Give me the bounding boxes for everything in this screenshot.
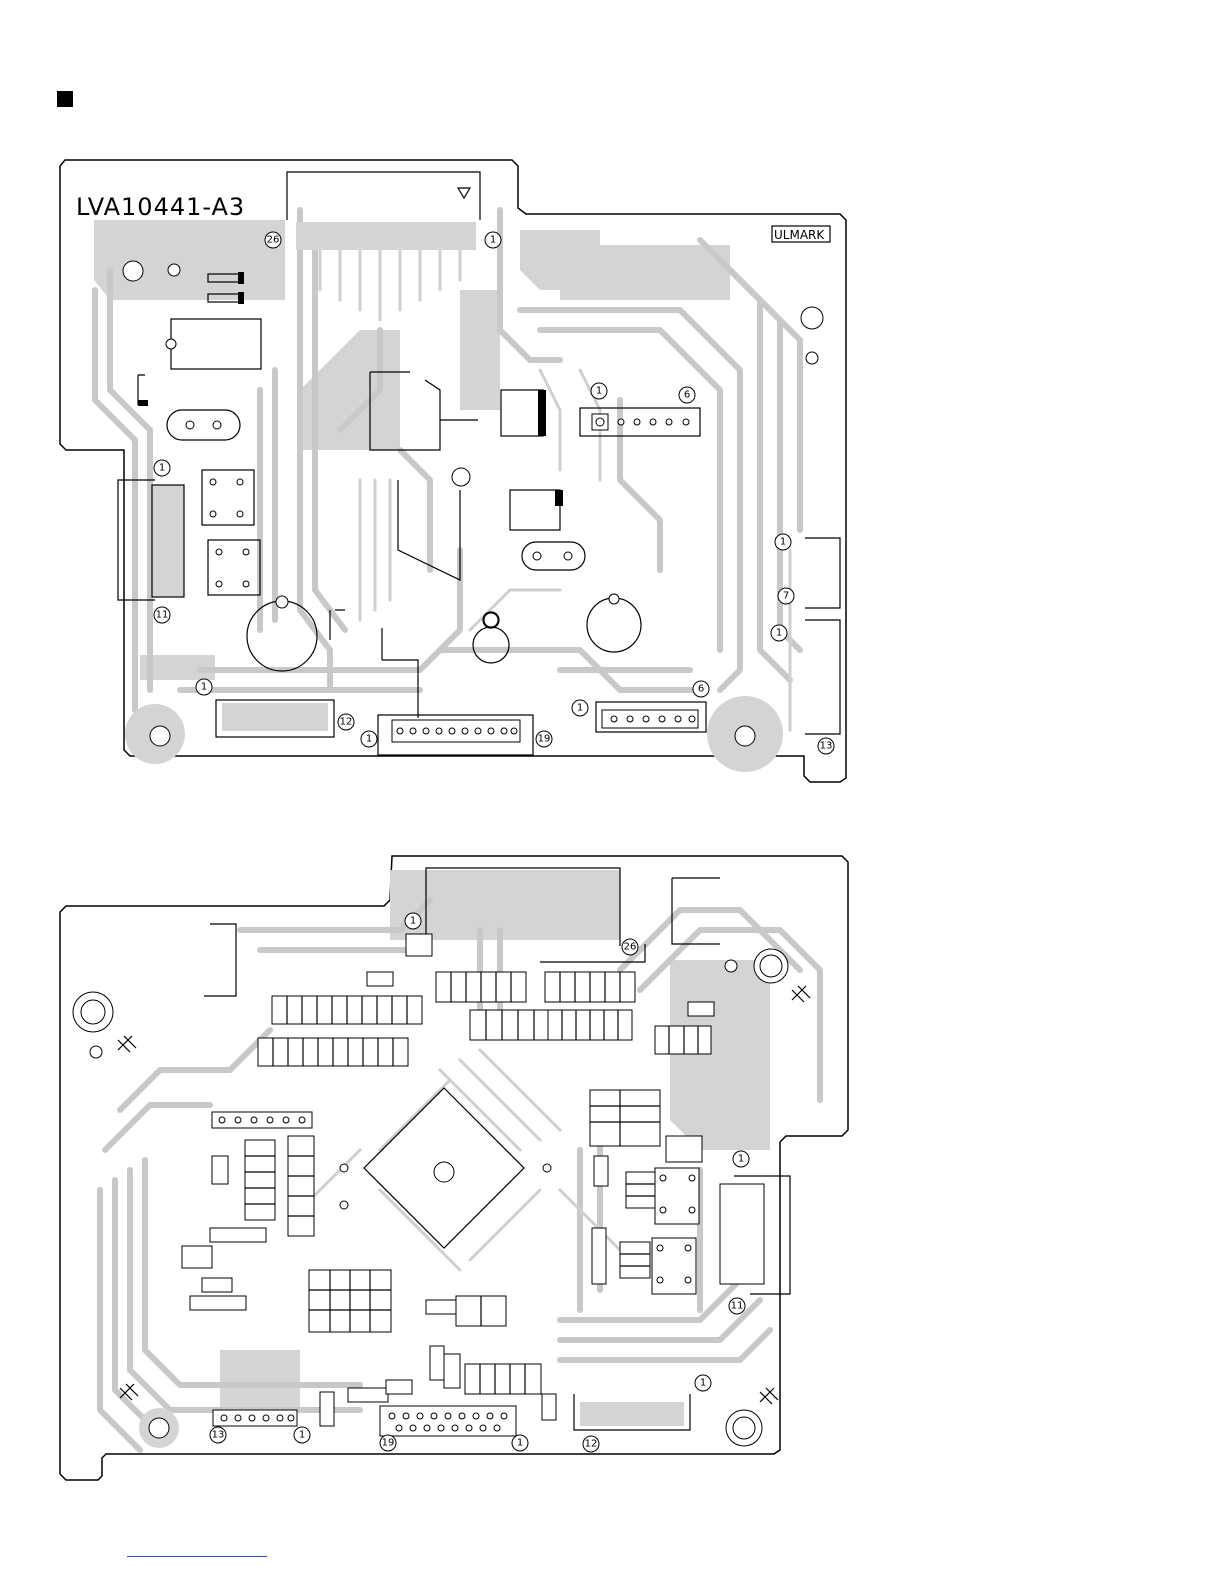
- pin-label: 1: [517, 1438, 523, 1449]
- pin-label: 1: [780, 537, 786, 548]
- pin-label: 19: [382, 1438, 395, 1449]
- pcb-top-view: LVA10441-A3 ULMARK 26 1: [0, 150, 1224, 800]
- pin-label: 1: [596, 386, 602, 397]
- connector-26pin-pads: [296, 222, 476, 250]
- pin-label: 26: [624, 942, 637, 953]
- section-bullet: [57, 91, 73, 107]
- pin-label: 1: [410, 916, 416, 927]
- pin-label: 6: [684, 390, 690, 401]
- pin-label: 1: [299, 1430, 305, 1441]
- pin-label: 12: [585, 1439, 598, 1450]
- pin-label: 13: [212, 1430, 225, 1441]
- pin-label: 1: [201, 682, 207, 693]
- pin-label: 13: [820, 741, 833, 752]
- pin-label: 1: [490, 235, 496, 246]
- pin-label: 11: [731, 1301, 744, 1312]
- pin-label: 1: [776, 628, 782, 639]
- pin-label: 1: [159, 463, 165, 474]
- pin-label: 19: [538, 734, 551, 745]
- marking-label: ULMARK: [774, 228, 825, 242]
- pin-label: 1: [700, 1378, 706, 1389]
- board-id-label: LVA10441-A3: [76, 193, 245, 221]
- pin-label: 6: [698, 684, 704, 695]
- footer-link-line: [127, 1556, 267, 1557]
- pin-label: 1: [577, 703, 583, 714]
- pin-label: 12: [340, 717, 353, 728]
- pin-label: 1: [738, 1154, 744, 1165]
- pin-label: 26: [267, 235, 280, 246]
- pin-label: 11: [156, 610, 169, 621]
- pin-label: 1: [366, 734, 372, 745]
- pcb-bottom-view: 1 26 1 11 13 1 19: [0, 850, 1224, 1490]
- pin-label: 7: [783, 591, 789, 602]
